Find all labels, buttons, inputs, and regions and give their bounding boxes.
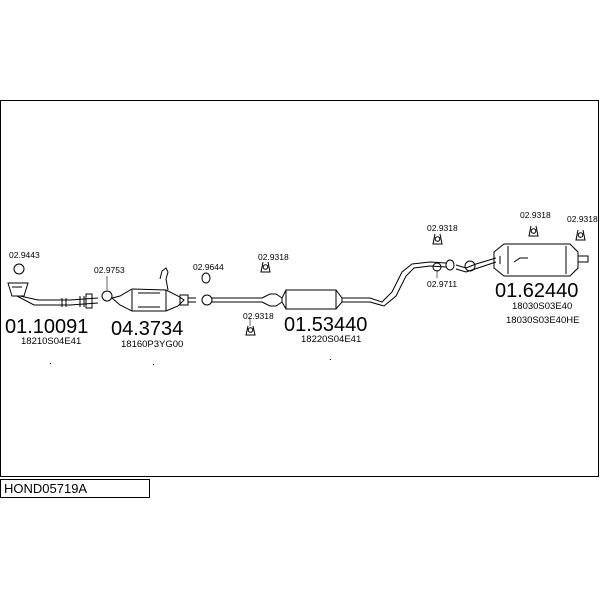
accessory-ref-label: 02.9318: [567, 214, 598, 224]
rubber-hanger-icon: [245, 325, 256, 336]
accessory-ref-label: 02.9753: [94, 265, 125, 275]
front-pipe-drawing: [7, 282, 99, 309]
accessory-ref-label: 02.9318: [520, 210, 551, 220]
rubber-hanger-icon: [528, 225, 539, 237]
catalyst-drawing: [110, 267, 196, 312]
part-number: 04.3734: [111, 318, 184, 340]
accessory-ref-label: 02.9644: [193, 262, 224, 272]
middle-silencer-drawing: [281, 261, 447, 310]
oem-number: 18220S04E41: [301, 334, 362, 345]
rubber-hanger-icon: [260, 261, 271, 273]
gasket-ring-icon: [445, 259, 455, 271]
gasket-ring-icon: [101, 290, 113, 302]
accessory-ref-label: 02.9318: [243, 311, 274, 321]
diagram-frame: [0, 100, 599, 477]
gasket-ring-icon: [13, 263, 25, 275]
rubber-hanger-icon: [575, 229, 586, 241]
gasket-ring-icon: [201, 272, 211, 284]
accessory-ref-label: 02.9318: [258, 252, 289, 262]
oem-number: 18160P3YG00: [121, 339, 184, 350]
oem-number: 18210S04E41: [21, 336, 82, 347]
intermediate-pipe-drawing: [212, 293, 283, 307]
rubber-hanger-icon: [432, 233, 443, 245]
oem-number: 18030S03E40HE: [506, 315, 580, 326]
part-number: 01.62440: [495, 280, 579, 302]
part-number: 01.10091: [5, 316, 89, 338]
part-number: 01.53440: [284, 314, 368, 336]
diagram-code: HOND05719A: [0, 479, 150, 498]
clamp-icon: [464, 260, 476, 272]
flange-clamp-icon: [201, 294, 213, 306]
rear-silencer-drawing: [493, 243, 589, 277]
accessory-ref-label: 02.9443: [9, 250, 40, 260]
accessory-ref-label: 02.9711: [427, 279, 458, 289]
rear-pipe-drawing: [455, 257, 497, 273]
accessory-ref-label: 02.9318: [427, 223, 458, 233]
oem-number: 18030S03E40: [512, 301, 573, 312]
